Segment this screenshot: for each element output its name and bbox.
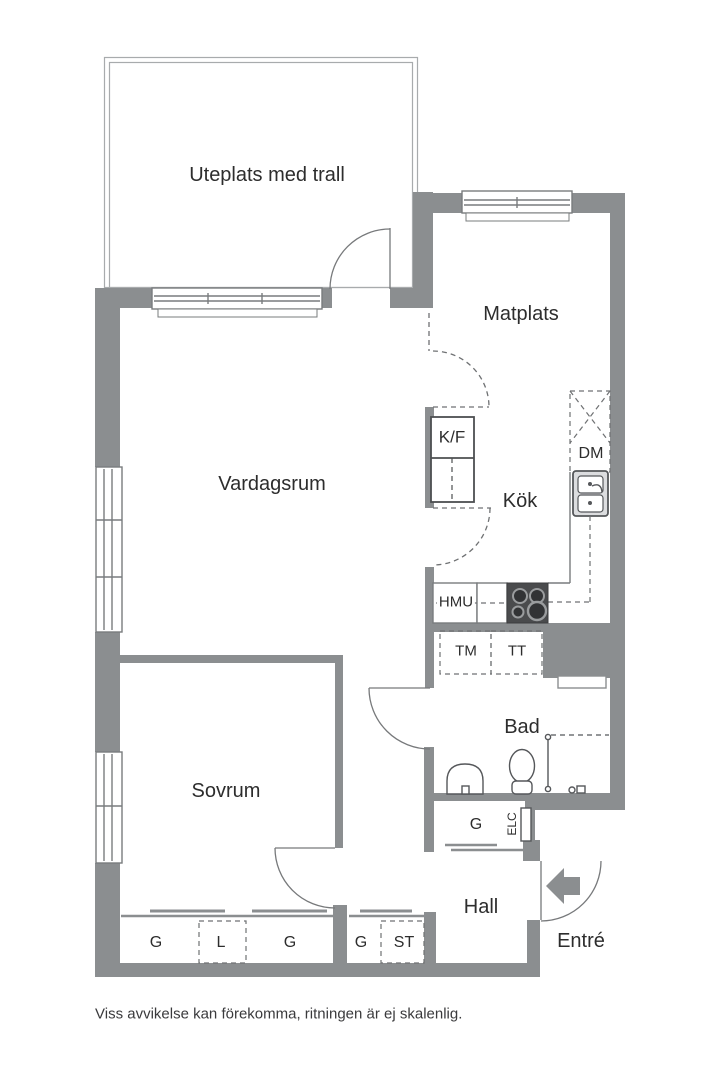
opening-upper-arc [432, 350, 490, 408]
wall-bottom [95, 963, 540, 977]
wall-patio-bottom-c [390, 288, 433, 308]
label-electrical-cabinet: ELC [505, 812, 519, 836]
wall-kitchen-bottom [425, 623, 625, 632]
label-closet-g1: G [149, 934, 163, 951]
wall-bath-bottom [434, 793, 625, 801]
label-fridge-freezer: K/F [438, 427, 466, 447]
stove [506, 582, 549, 624]
burner [512, 588, 528, 604]
label-closet-st: ST [393, 934, 415, 951]
label-closet-l: L [216, 934, 226, 951]
shower [544, 733, 609, 794]
wall-patio-bottom-a [95, 288, 152, 308]
washbasin [446, 763, 484, 795]
window-dining-top [461, 190, 573, 222]
doors [274, 228, 602, 922]
window-living-left [95, 466, 123, 633]
windows [95, 190, 573, 864]
opening-lower-arc [432, 507, 491, 566]
entrance-arrow-icon [546, 868, 580, 904]
door-entrance [540, 860, 602, 922]
burner [511, 605, 525, 619]
wall-block-laundry-right [543, 632, 610, 678]
shower-head-icon [568, 786, 576, 794]
label-entry-closet: G [469, 816, 483, 833]
wall-bedroom-top [120, 655, 343, 663]
wall-patio-dining-divider [413, 192, 433, 288]
wall-left-middle [95, 632, 120, 752]
closet-boxes [198, 920, 425, 964]
room-label-patio: Uteplats med trall [189, 164, 345, 186]
wall-kitchen-left [425, 567, 434, 688]
wall-bedroom-right [335, 655, 343, 848]
closet-fronts [121, 843, 524, 918]
wall-left-lower [95, 863, 120, 977]
tumble-dryer-box [490, 630, 543, 675]
wall-below-entry [527, 920, 540, 963]
window-bedroom-left [95, 751, 123, 864]
linen-closet-box [198, 920, 247, 964]
room-label-living: Vardagsrum [218, 473, 326, 495]
room-label-kitchen: Kök [502, 490, 538, 512]
burner [526, 600, 548, 622]
label-dishwasher: DM [576, 445, 606, 462]
bathroom-fixtures [446, 675, 609, 795]
label-washing-machine: TM [453, 642, 479, 660]
door-balcony [329, 228, 391, 290]
label-closet-g3: G [354, 934, 368, 951]
wall-patio-bottom-b [322, 288, 332, 308]
door-bedroom [274, 847, 336, 909]
room-label-bedroom: Sovrum [191, 780, 261, 802]
room-label-hall: Hall [463, 896, 499, 918]
fridge-freezer-box [430, 416, 475, 503]
wall-entry-jamb [523, 840, 540, 861]
wall-right [610, 193, 625, 810]
wall-left-upper [95, 288, 120, 467]
bath-niche [557, 675, 607, 689]
label-hood-microwave: HMU [436, 593, 476, 611]
wall-dining-top-a [413, 193, 462, 213]
electrical-cabinet-box [520, 807, 532, 842]
wall-hall-closet-right [424, 912, 436, 963]
toilet [508, 748, 536, 795]
dishwasher-box [569, 390, 611, 473]
disclaimer-text: Viss avvikelse kan förekomma, ritningen … [95, 1005, 463, 1023]
window-living-top [151, 287, 323, 318]
label-tumble-dryer: TT [505, 642, 529, 660]
room-label-entrance: Entré [557, 930, 605, 952]
kitchen-sink [572, 470, 609, 517]
door-bathroom [368, 687, 431, 750]
cleaning-closet-box [380, 920, 425, 964]
room-label-dining: Matplats [483, 303, 559, 325]
laundry-boxes [439, 630, 543, 675]
label-closet-g2: G [283, 934, 297, 951]
wall-bath-left [424, 747, 434, 852]
wall-entry-niche-top [535, 801, 625, 810]
walls [95, 192, 625, 977]
wall-kitchen-left-stub [425, 407, 434, 508]
kitchen-openings [428, 313, 491, 566]
room-label-bathroom: Bad [504, 716, 540, 738]
wall-closet-pillar [333, 905, 347, 963]
